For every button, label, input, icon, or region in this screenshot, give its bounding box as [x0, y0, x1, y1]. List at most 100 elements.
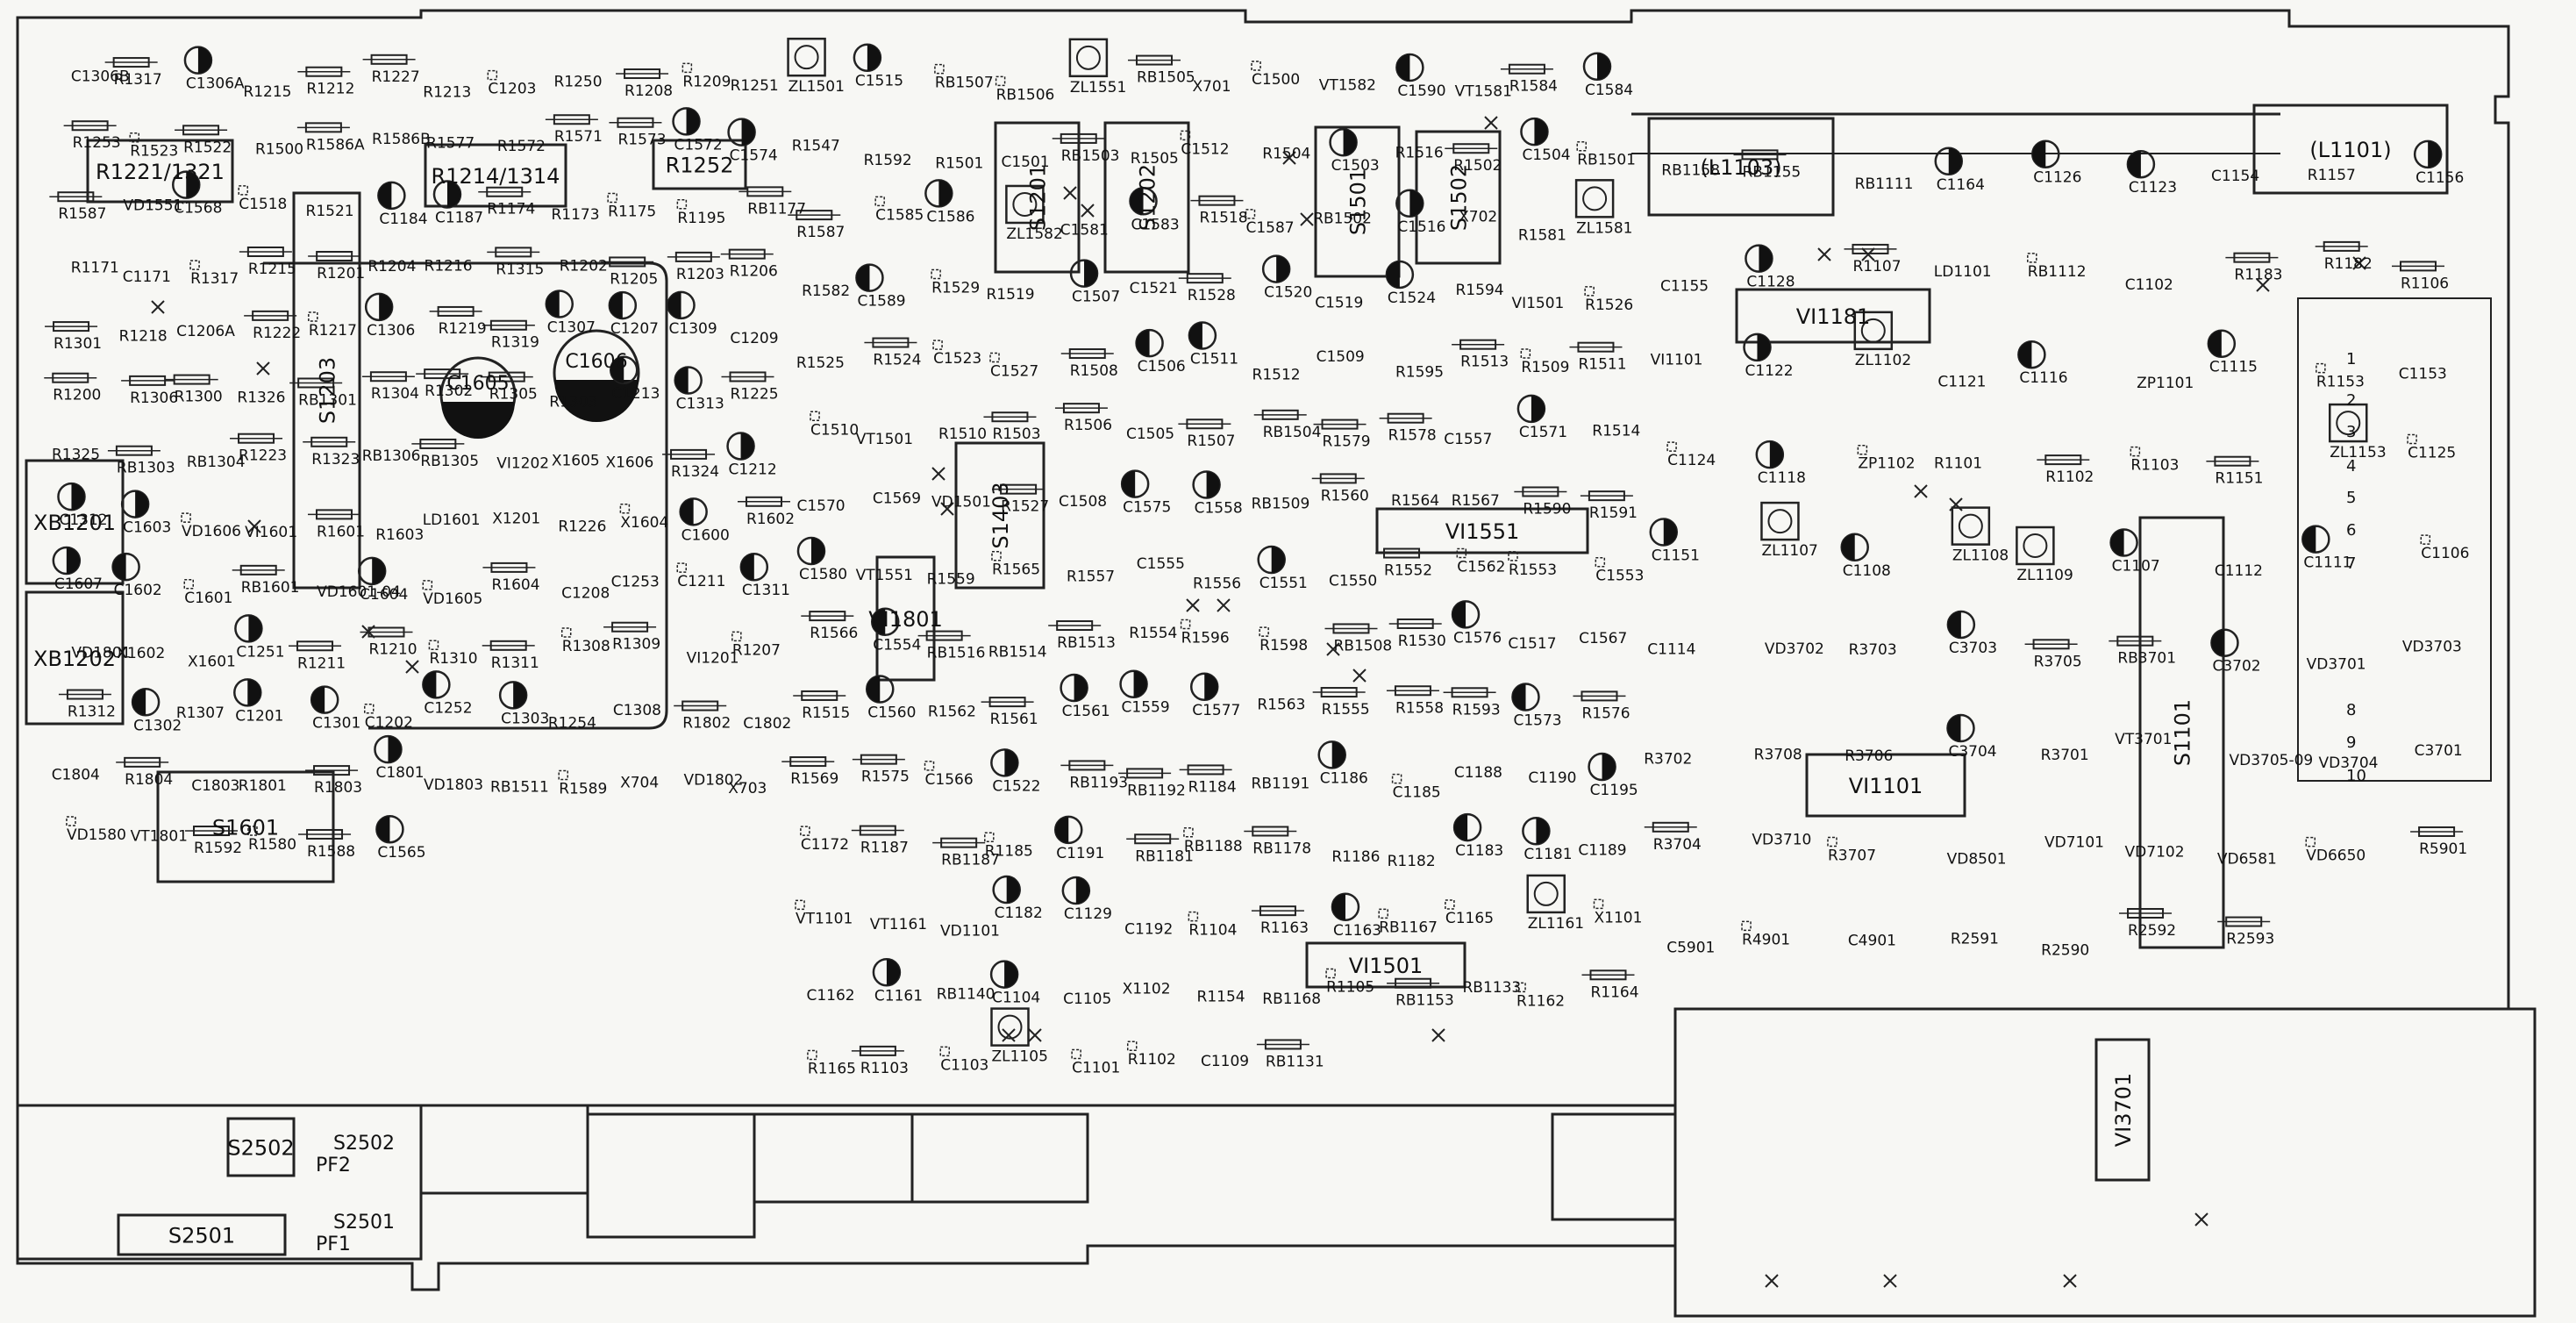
component-ref: R1101: [1934, 455, 1982, 473]
component-ref: C1519: [1315, 294, 1363, 311]
component-ref: VT3701: [2115, 731, 2172, 748]
capacitor-polarity: [1004, 749, 1018, 776]
component-ref: R1251: [731, 77, 779, 95]
component-ref: R2590: [2041, 942, 2089, 960]
connector-pin-number: 6: [2346, 521, 2356, 540]
component-ref: R1566: [810, 625, 858, 642]
component-label: S1203: [316, 357, 340, 424]
component-ref: R1802: [682, 715, 731, 733]
component-ref: C1188: [1454, 764, 1502, 782]
capacitor-polarity: [71, 483, 85, 511]
component-ref: VT1501: [856, 431, 913, 448]
component-ref: C1192: [1124, 921, 1173, 939]
component-ref: R3706: [1845, 747, 1893, 765]
capacitor-polarity: [1276, 255, 1290, 282]
component-ref: R1803: [314, 779, 362, 797]
component-ref: C1206A: [176, 323, 235, 340]
smd-pad: [189, 260, 200, 270]
component-ref: RB1158: [1661, 162, 1720, 180]
component-ref: R2591: [1951, 931, 1999, 948]
component-ref: C1172: [801, 836, 849, 854]
component-ref: ZP1101: [2137, 375, 2194, 392]
component-ref: R1226: [558, 518, 606, 536]
component-ref: C1253: [611, 573, 660, 590]
capacitor-polarity: [66, 547, 80, 574]
component-ref: R1525: [796, 354, 845, 372]
capacitor-polarity: [610, 356, 624, 383]
coil-body: [1760, 501, 1800, 541]
capacitor-label: C1605: [446, 373, 509, 395]
component-ref: R1588: [307, 843, 355, 861]
component-ref: ZL1582: [1006, 225, 1062, 243]
component-ref: C1154: [2211, 168, 2259, 185]
component-label: XB1202: [33, 647, 116, 671]
component-ref: R1183: [2234, 267, 2282, 284]
capacitor-polarity: [378, 182, 392, 209]
switch-label: PF1: [316, 1234, 351, 1255]
component-ref: R1153: [2316, 374, 2365, 391]
component-ref: C1171: [123, 268, 171, 286]
connector-pin-number: 8: [2346, 701, 2356, 719]
smd-pad: [807, 1049, 817, 1061]
component-ref: RB1501: [1577, 152, 1636, 169]
component-ref: R1254: [548, 715, 596, 733]
capacitor-polarity: [2428, 140, 2442, 168]
component-ref: R1586B: [372, 131, 431, 148]
component-ref: R1564: [1391, 492, 1439, 510]
component-label: S1502: [1447, 164, 1472, 231]
component-ref: C1572: [674, 136, 723, 154]
component-ref: C1191: [1056, 845, 1104, 862]
component-ref: C1569: [873, 490, 921, 507]
capacitor-polarity: [311, 686, 325, 713]
component-ref: R1575: [861, 769, 910, 786]
component-ref: C1165: [1445, 910, 1494, 927]
component-ref: R1528: [1188, 287, 1236, 304]
component-ref: C1114: [1647, 640, 1695, 658]
component-ref: C1118: [1758, 469, 1806, 487]
component-ref: VD3710: [1752, 831, 1811, 848]
component-ref: C1500: [1252, 71, 1300, 89]
connector-pin-number: 7: [2346, 554, 2356, 573]
smd-pad: [238, 185, 248, 196]
component-ref: RB1505: [1137, 69, 1195, 87]
component-ref: C1580: [799, 566, 847, 583]
component-ref: R1102: [2045, 468, 2094, 486]
capacitor-polarity: [1948, 147, 1962, 175]
coil-core: [1958, 513, 1983, 539]
smd-pad: [2027, 253, 2037, 263]
coil-body: [1853, 311, 1894, 351]
component-ref: R1501: [935, 155, 983, 173]
component-ref: C1252: [424, 699, 472, 717]
component-ref: C1187: [435, 210, 483, 227]
unused-pad-mark: [931, 467, 945, 481]
component-ref: C1111: [2303, 554, 2351, 572]
component-ref: C1121: [1937, 374, 1986, 391]
component-ref: VD3701: [2307, 655, 2366, 673]
component-ref: X1606: [605, 454, 653, 471]
component-ref: R1555: [1322, 701, 1370, 719]
component-ref: R1213: [423, 84, 471, 102]
component-ref: RB1187: [941, 852, 1000, 869]
component-body: [1805, 753, 1966, 818]
smd-pad: [676, 199, 688, 210]
connector-pin-number: 5: [2346, 489, 2356, 507]
unused-pad-mark: [1484, 116, 1498, 130]
component-ref: R1151: [2215, 470, 2263, 488]
component-ref: C1123: [2129, 179, 2177, 197]
unused-pad-mark: [2352, 256, 2366, 270]
component-ref: RB1601: [241, 579, 300, 597]
coil-body: [787, 37, 826, 77]
component-label: S1201: [1026, 164, 1051, 231]
component-ref: C1585: [875, 206, 924, 224]
component-ref: R1511: [1578, 356, 1626, 374]
component-ref: C1308: [613, 702, 661, 719]
component-ref: C1501: [1001, 154, 1049, 171]
component-ref: C1553: [1595, 568, 1644, 585]
component-ref: R1515: [802, 704, 850, 722]
component-ref: C1509: [1317, 348, 1365, 366]
component-ref: C1512: [1181, 140, 1229, 158]
capacitor-polarity: [686, 108, 700, 135]
component-ref: R1584: [1509, 78, 1558, 96]
component-ref: C1801: [375, 764, 424, 782]
coil-core: [2336, 411, 2361, 436]
